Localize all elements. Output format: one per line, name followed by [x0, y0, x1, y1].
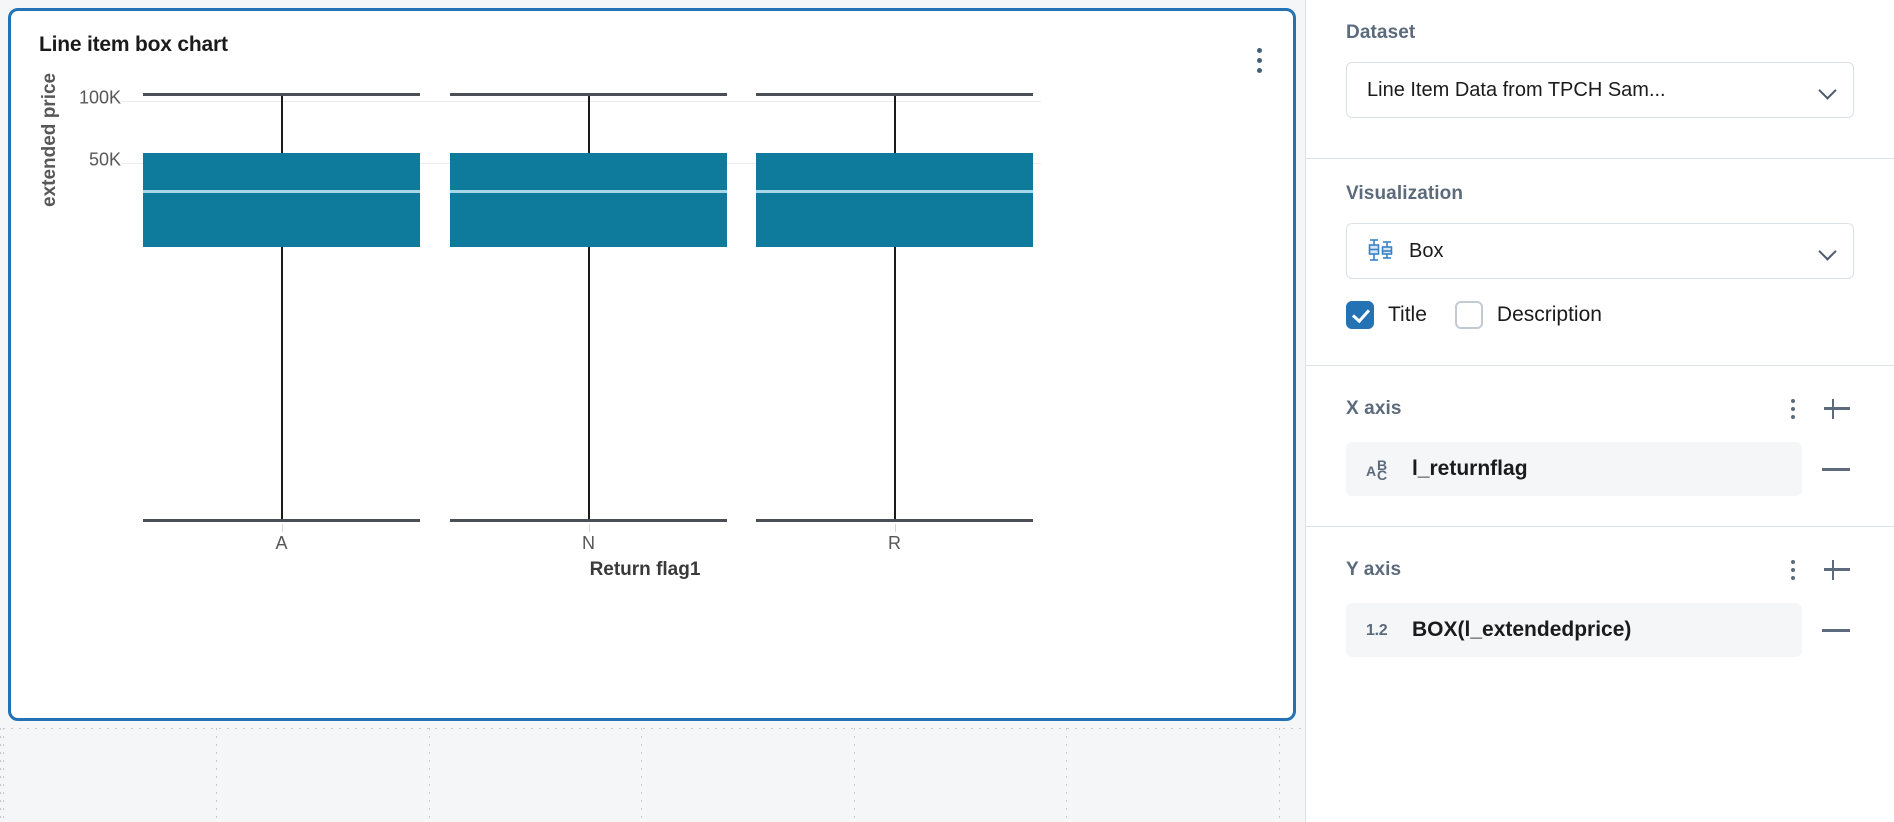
- y-axis-section-label: Y axis: [1346, 559, 1402, 580]
- whisker-cap-upper: [143, 93, 420, 96]
- visualization-select[interactable]: Box: [1346, 223, 1854, 279]
- y-axis-remove-minus-icon[interactable]: [1818, 612, 1854, 648]
- plot-area: A N: [121, 11, 1287, 718]
- y-axis-field-name: BOX(l_extendedprice): [1412, 618, 1632, 641]
- dataset-section: Dataset Line Item Data from TPCH Sam...: [1346, 0, 1854, 118]
- visualization-select-value: Box: [1409, 239, 1444, 262]
- visualization-toggles: Title Description: [1346, 301, 1854, 329]
- box-group-n[interactable]: N: [450, 11, 727, 718]
- visualization-section: Visualization: [1346, 159, 1854, 329]
- panel-divider: [1306, 526, 1894, 527]
- chart-card[interactable]: Line item box chart extended price 100K …: [8, 8, 1296, 721]
- page-title: Line item box chart: [39, 33, 228, 56]
- dataset-select-value: Line Item Data from TPCH Sam...: [1367, 78, 1666, 101]
- x-axis-section-label: X axis: [1346, 398, 1402, 419]
- grid-column-line: [641, 728, 642, 822]
- x-axis-kebab-menu-icon[interactable]: [1780, 396, 1806, 422]
- whisker-line: [280, 93, 283, 521]
- box-plot-icon: [1367, 238, 1397, 264]
- dataset-section-label: Dataset: [1346, 22, 1416, 43]
- box-group-a[interactable]: A: [143, 11, 420, 718]
- decimal-number-type-icon: 1.2: [1366, 622, 1388, 639]
- kebab-menu-icon[interactable]: [1247, 43, 1271, 77]
- y-axis-ticks: 100K 50K: [11, 11, 121, 718]
- grid-column-line: [0, 728, 1, 822]
- y-axis-kebab-menu-icon[interactable]: [1780, 557, 1806, 583]
- box-plot: extended price 100K 50K: [11, 11, 1293, 718]
- whisker-cap-upper: [450, 93, 727, 96]
- y-tick-label: 50K: [88, 149, 121, 170]
- x-axis-title: Return flag1: [589, 559, 701, 580]
- panel-divider: [1306, 158, 1894, 159]
- x-axis-field-name: l_returnflag: [1412, 457, 1528, 480]
- grid-column-line: [1066, 728, 1067, 822]
- whisker-line: [893, 93, 896, 521]
- x-axis-add-plus-icon[interactable]: [1820, 392, 1854, 426]
- box-rect: [756, 153, 1033, 247]
- grid-hline: [3, 728, 1305, 729]
- median-line: [143, 190, 420, 193]
- whisker-cap-upper: [756, 93, 1033, 96]
- dashboard-canvas: Line item box chart extended price 100K …: [0, 0, 1305, 822]
- x-tick-mark: [281, 524, 283, 532]
- grid-column-line: [429, 728, 430, 822]
- grid-column-line: [3, 728, 4, 822]
- whisker-line: [587, 93, 590, 521]
- y-axis-field[interactable]: 1.2 BOX(l_extendedprice): [1346, 603, 1802, 657]
- x-tick-label: N: [582, 533, 595, 553]
- chevron-down-icon: [1817, 79, 1839, 101]
- grid-column-line: [854, 728, 855, 822]
- grid-column-line: [216, 728, 217, 822]
- box-rect: [450, 153, 727, 247]
- gridline: [121, 101, 1041, 102]
- x-tick-mark: [894, 524, 896, 532]
- panel-divider: [1306, 365, 1894, 366]
- dataset-select[interactable]: Line Item Data from TPCH Sam...: [1346, 62, 1854, 118]
- box-group-r[interactable]: R: [756, 11, 1033, 718]
- x-tick-label: R: [888, 533, 901, 553]
- y-tick-label: 100K: [78, 87, 121, 108]
- visualization-section-label: Visualization: [1346, 183, 1464, 204]
- box-rect: [143, 153, 420, 247]
- title-checkbox-label: Title: [1388, 303, 1427, 326]
- median-line: [450, 190, 727, 193]
- chevron-down-icon: [1817, 240, 1839, 262]
- config-panel: Dataset Line Item Data from TPCH Sam... …: [1305, 0, 1894, 822]
- median-line: [756, 190, 1033, 193]
- x-tick-mark: [588, 524, 590, 532]
- y-axis-add-plus-icon[interactable]: [1820, 553, 1854, 587]
- whisker-cap-lower: [143, 519, 420, 522]
- grid-column-line: [1279, 728, 1280, 822]
- y-axis-section: Y axis 1.2 BOX(l_extendedprice): [1346, 553, 1854, 657]
- x-axis-remove-minus-icon[interactable]: [1818, 451, 1854, 487]
- whisker-cap-lower: [756, 519, 1033, 522]
- x-tick-label: A: [275, 533, 288, 553]
- title-checkbox[interactable]: [1346, 301, 1374, 329]
- description-checkbox[interactable]: [1454, 301, 1483, 329]
- description-checkbox-label: Description: [1496, 303, 1602, 326]
- whisker-cap-lower: [450, 519, 727, 522]
